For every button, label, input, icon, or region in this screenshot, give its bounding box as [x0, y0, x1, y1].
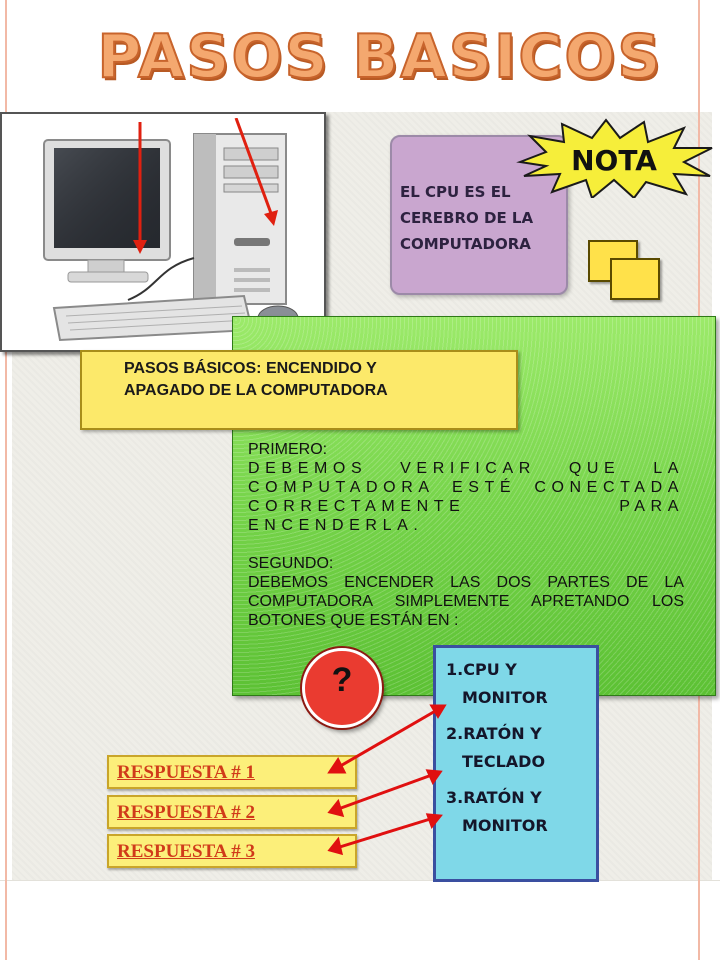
answer-button-2[interactable]: RESPUESTA # 2: [107, 795, 357, 829]
question-button[interactable]: ?: [302, 648, 382, 728]
heading-text: PASOS BÁSICOS: ENCENDIDO Y APAGADO DE LA…: [124, 358, 504, 402]
nota-burst-icon: NOTA: [516, 118, 716, 203]
option-2: 2.RATÓN Y TECLADO: [446, 720, 545, 776]
note-box: EL CPU ES EL CEREBRO DE LA COMPUTADORA: [390, 135, 568, 295]
nota-label: NOTA: [571, 144, 657, 177]
page-header: [0, 0, 720, 112]
note-line: COMPUTADORA: [400, 235, 531, 253]
options-panel: 1.CPU Y MONITOR 2.RATÓN Y TECLADO 3.RATÓ…: [433, 645, 599, 882]
first-step-text: DEBEMOS VERIFICAR QUE LA COMPUTADORA EST…: [248, 460, 684, 534]
left-border-line: [5, 0, 7, 960]
option-line: RATÓN Y: [463, 788, 542, 807]
option-line: CPU Y: [463, 660, 517, 679]
option-line: TECLADO: [462, 752, 546, 771]
answer-button-1[interactable]: RESPUESTA # 1: [107, 755, 357, 789]
first-step-label: PRIMERO:: [248, 441, 328, 458]
heading-box: PASOS BÁSICOS: ENCENDIDO Y APAGADO DE LA…: [80, 350, 518, 430]
answer-link[interactable]: RESPUESTA # 1: [117, 762, 255, 783]
page-title: PASOS BASICOS: [96, 21, 663, 93]
question-icon: ?: [331, 661, 353, 699]
folder-icon: [610, 258, 660, 300]
answer-button-3[interactable]: RESPUESTA # 3: [107, 834, 357, 868]
note-line: EL CPU ES EL: [400, 183, 511, 201]
computer-photo: [0, 112, 326, 352]
option-line: MONITOR: [462, 688, 548, 707]
answer-link[interactable]: RESPUESTA # 3: [117, 841, 255, 862]
note-line: CEREBRO DE LA: [400, 209, 534, 227]
second-step-label: SEGUNDO:: [248, 555, 334, 572]
computer-illustration: [43, 118, 299, 342]
option-3: 3.RATÓN Y MONITOR: [446, 784, 548, 840]
spacer: [248, 535, 684, 554]
option-1: 1.CPU Y MONITOR: [446, 656, 548, 712]
note-text: EL CPU ES EL CEREBRO DE LA COMPUTADORA: [400, 179, 568, 257]
option-line: MONITOR: [462, 816, 548, 835]
option-number: 3.: [446, 788, 464, 807]
heading-line-1: PASOS BÁSICOS: ENCENDIDO Y: [124, 360, 377, 377]
heading-line-2: APAGADO DE LA COMPUTADORA: [124, 382, 388, 399]
option-number: 1.: [446, 660, 464, 679]
steps-text: PRIMERO: DEBEMOS VERIFICAR QUE LA COMPUT…: [248, 440, 684, 630]
option-line: RATÓN Y: [463, 724, 542, 743]
option-number: 2.: [446, 724, 464, 743]
page-footer: [0, 880, 720, 961]
second-step-text: DEBEMOS ENCENDER LAS DOS PARTES DE LA CO…: [248, 574, 684, 629]
answer-link[interactable]: RESPUESTA # 2: [117, 802, 255, 823]
